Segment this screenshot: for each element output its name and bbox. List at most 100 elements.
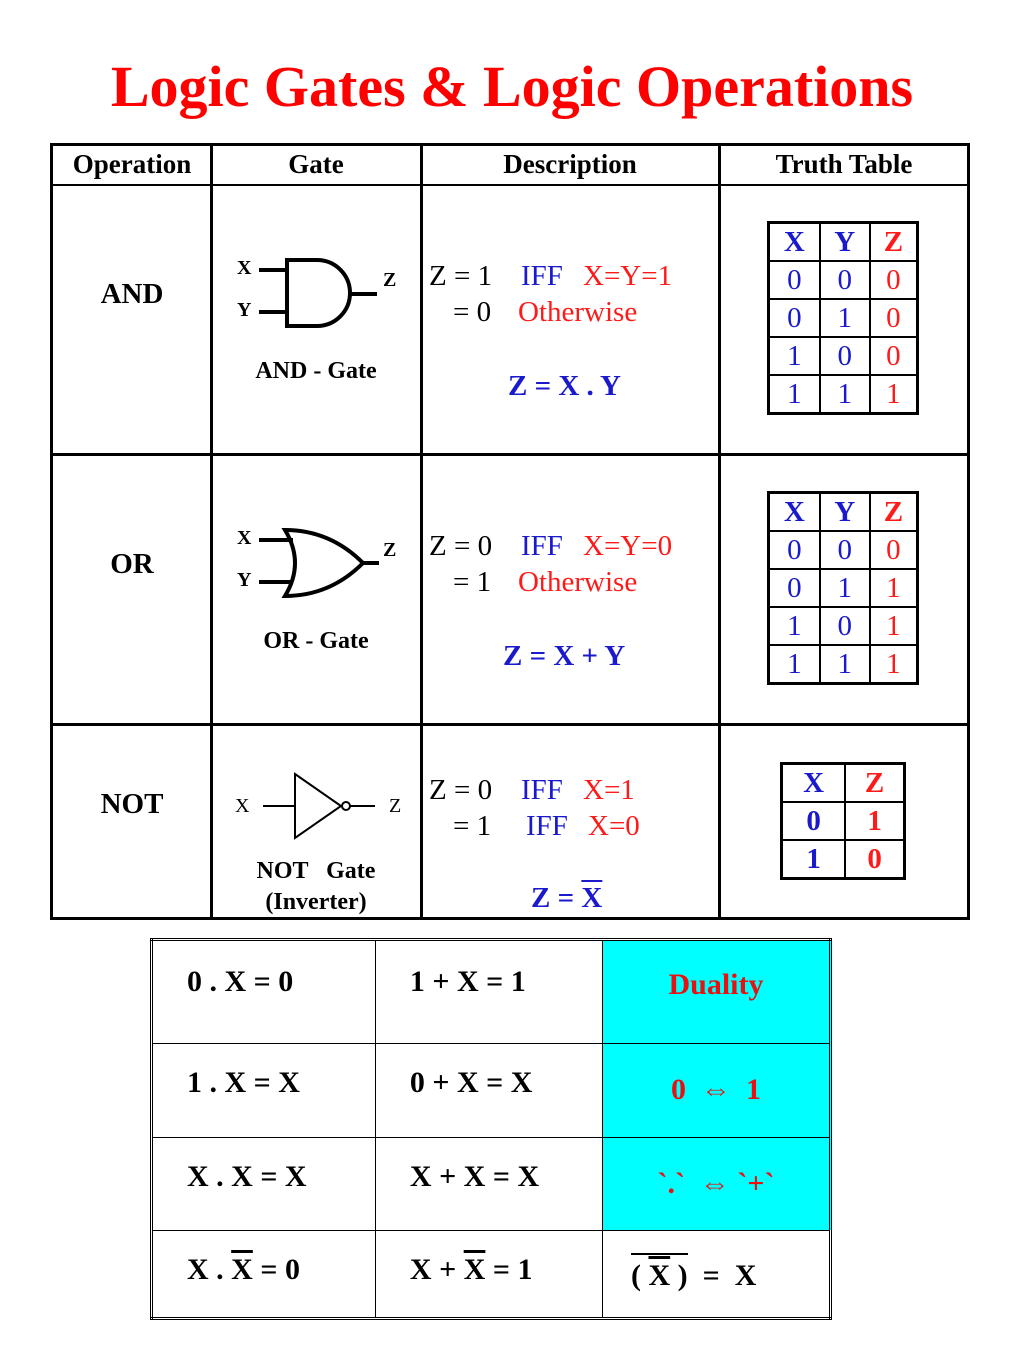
not-output-z: Z (389, 795, 401, 817)
dn-open: ( (630, 1258, 649, 1292)
duality-0-1: 0 ⇔ 1 (601, 1043, 832, 1138)
not-desc-val-1: X=1 (583, 774, 635, 806)
tt-cell: 1 (868, 374, 919, 415)
column-divider (210, 146, 213, 917)
tt-cell: 1 (780, 839, 847, 880)
and-desc-cond-1: Z = 1 (429, 260, 493, 292)
not-desc-cond-1: Z = 0 (429, 774, 493, 806)
double-negation-bar: ( X ) (630, 1252, 688, 1293)
not-desc-cond-2: = 1 (453, 810, 492, 842)
tt-cell: 1 (818, 568, 871, 608)
table-header: Operation Gate Description Truth Table (53, 146, 967, 186)
tt-cell: 0 (767, 530, 821, 570)
and-formula: Z = X . Y (508, 370, 621, 402)
tt-cell: 0 (767, 568, 821, 608)
and-4-var: X (231, 1252, 253, 1286)
identity-or-1: 1 + X = 1 (374, 938, 603, 1045)
column-divider (420, 146, 423, 917)
row-divider (53, 453, 967, 456)
and-gate-caption: AND - Gate (255, 358, 377, 384)
and-input-x: X (237, 257, 252, 279)
not-formula: Z = X (531, 882, 602, 915)
tt-cell: 0 (818, 606, 871, 646)
tt-cell: 0 (767, 298, 821, 338)
logic-gates-table: Operation Gate Description Truth Table A… (50, 143, 970, 920)
identity-and-1: 0 . X = 0 (151, 938, 376, 1045)
operation-not: NOT (100, 788, 164, 820)
identity-or-2: 0 + X = X (374, 1043, 603, 1138)
tt-cell: 1 (767, 336, 821, 376)
tt-cell: 0 (844, 839, 906, 880)
and-4-right: = 0 (252, 1252, 300, 1286)
tt-header: X (767, 491, 821, 532)
or-desc-val-1: X=Y=0 (583, 530, 673, 562)
not-desc-iff-2: IFF (526, 810, 568, 842)
and-4-left: X . (187, 1252, 232, 1286)
tt-cell: 1 (868, 568, 919, 608)
tt-header: Z (868, 491, 919, 532)
or-gate-caption: OR - Gate (263, 628, 369, 654)
identity-or-3: X + X = X (374, 1136, 603, 1231)
tt-cell: 0 (818, 260, 871, 300)
boolean-identities-table: 0 . X = 0 1 + X = 1 Duality 1 . X = X 0 … (150, 938, 832, 1320)
or-formula: Z = X + Y (503, 640, 626, 672)
not-caption-line2: (Inverter) (265, 889, 367, 916)
not-formula-left: Z = (531, 882, 582, 914)
not-formula-var: X (581, 882, 603, 914)
or-input-x: X (237, 527, 252, 549)
and-desc-val-1: X=Y=1 (583, 260, 673, 292)
identity-and-3: X . X = X (151, 1136, 376, 1231)
column-divider (718, 146, 721, 917)
tt-header: Z (868, 221, 919, 262)
or-desc-iff-1: IFF (521, 530, 563, 562)
and-desc-val-2: Otherwise (518, 296, 638, 328)
and-desc-iff-1: IFF (521, 260, 563, 292)
table-row: X Y Z (767, 491, 919, 532)
or-4-var: X (463, 1252, 486, 1286)
identity-and-2: 1 . X = X (151, 1043, 376, 1138)
or-desc-val-2: Otherwise (518, 566, 638, 598)
tt-cell: 0 (767, 260, 821, 300)
tt-cell: 0 (868, 298, 919, 338)
dn-close: ) (670, 1258, 688, 1292)
tt-cell: 1 (818, 644, 871, 685)
or-output-z: Z (383, 539, 396, 561)
double-negation: ( X ) = X (601, 1229, 832, 1320)
page-title: Logic Gates & Logic Operations (110, 54, 914, 119)
not-caption-line1: NOT Gate (256, 858, 376, 884)
tt-cell: 1 (844, 801, 906, 841)
and-gate-icon: X Y Z (237, 257, 396, 328)
or-desc-cond-1: Z = 0 (429, 530, 493, 562)
tt-cell: 0 (868, 336, 919, 376)
tt-cell: 1 (868, 644, 919, 685)
operation-and: AND (100, 278, 164, 310)
header-truth-table: Truth Table (775, 149, 913, 179)
tt-cell: 1 (767, 606, 821, 646)
and-output-z: Z (383, 269, 396, 291)
duality-operators: `.` ⇔ `+` (601, 1136, 832, 1231)
or-gate-icon: X Y Z (237, 527, 396, 599)
header-description: Description (503, 149, 637, 179)
tt-header: Y (818, 491, 871, 532)
tt-header: Z (844, 762, 906, 803)
identity-and-4: X . X = 0 (151, 1229, 376, 1320)
or-input-y: Y (237, 569, 252, 591)
or-4-left: X + (409, 1252, 464, 1286)
table-row: 0 . X = 0 1 + X = 1 Duality (151, 938, 832, 1045)
header-operation: Operation (72, 149, 192, 179)
tt-cell: 0 (868, 530, 919, 570)
tt-cell: 1 (868, 606, 919, 646)
tt-cell: 1 (767, 374, 821, 415)
and-input-y: Y (237, 299, 252, 321)
identity-or-4: X + X = 1 (374, 1229, 603, 1320)
tt-cell: 0 (818, 530, 871, 570)
